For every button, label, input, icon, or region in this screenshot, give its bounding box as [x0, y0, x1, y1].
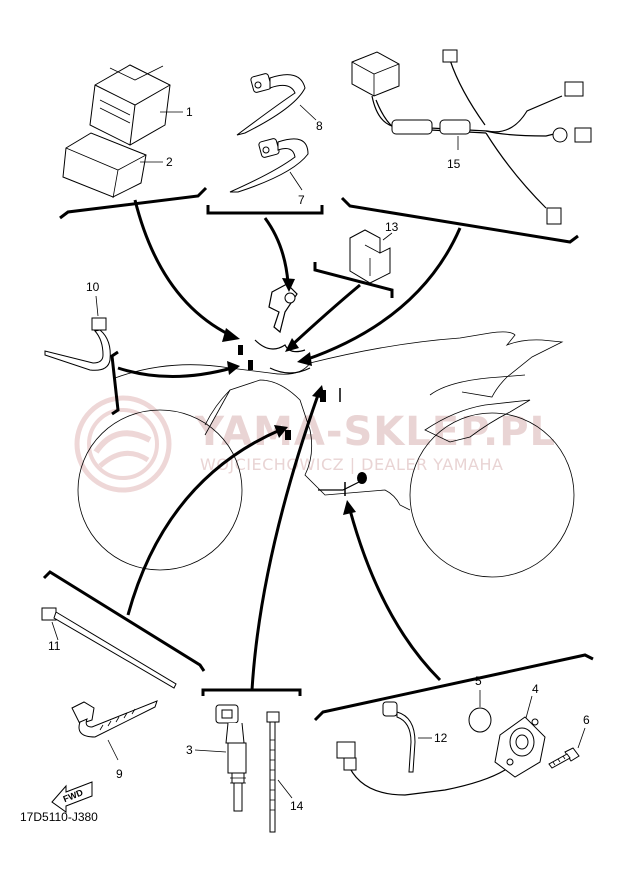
installed-components: [238, 283, 367, 496]
arrow-group-10: [117, 366, 233, 378]
installed-grommet: [284, 292, 296, 304]
diagram-code: 17D5110-J380: [20, 810, 98, 824]
arrow-group-13: [290, 283, 361, 347]
rear-fender-outline: [114, 331, 564, 398]
installed-sensor: [357, 472, 367, 484]
part-neutral-switch: [494, 695, 546, 778]
part-o-ring: [468, 690, 492, 733]
installed-wire-b: [269, 367, 311, 374]
arrow-group-3-14: [250, 394, 320, 691]
part-cdi-unit: [89, 64, 183, 146]
bracket-group-7-8: [206, 205, 324, 215]
leader-arrows: [117, 199, 462, 691]
front-wheel-outline: [409, 412, 575, 578]
front-fender-outline: [429, 374, 526, 396]
watermark-subtitle: WOJCIECHOWICZ | DEALER YAMAHA: [200, 455, 503, 474]
part-cable-tie-8: [236, 73, 317, 136]
part-rubber-cover: [62, 132, 163, 199]
bracket-group-15: [340, 196, 579, 244]
installed-bracket: [268, 283, 298, 334]
front-number-plate-outline: [424, 399, 531, 443]
part-cable-tie-11: [41, 607, 177, 689]
bracket-group-13: [313, 262, 394, 298]
frame-outline: [204, 379, 411, 511]
watermark-title: YAMA-SKLEP.PL: [194, 409, 556, 455]
callout-7: 7: [298, 193, 305, 207]
callout-9: 9: [116, 767, 123, 781]
installed-clip-a: [238, 345, 243, 355]
watermark: YAMA-SKLEP.PL WOJCIECHOWICZ | DEALER YAM…: [74, 395, 556, 493]
callout-1: 1: [186, 105, 193, 119]
installed-clip-b: [248, 360, 253, 370]
installed-sensor-wire: [318, 479, 364, 491]
part-holder: [349, 229, 393, 284]
callout-2: 2: [166, 155, 173, 169]
callout-5: 5: [475, 674, 482, 688]
installed-clamp: [285, 430, 291, 440]
part-cable-tie-14: [266, 711, 293, 833]
part-screw: [548, 727, 586, 769]
part-band-12: [336, 701, 526, 796]
arrow-group-9-11: [126, 428, 281, 616]
callout-11: 11: [48, 639, 61, 653]
part-wire-harness: [351, 49, 592, 225]
part-band: [44, 295, 111, 371]
part-cable-tie-7: [229, 138, 309, 193]
arrow-group-7-8: [263, 217, 290, 284]
frame-tube: [204, 389, 231, 436]
callout-3: 3: [186, 743, 193, 757]
callout-8: 8: [316, 119, 323, 133]
callout-14: 14: [290, 799, 304, 813]
arrow-group-15: [304, 227, 462, 362]
callout-10: 10: [86, 280, 100, 294]
callout-4: 4: [532, 682, 539, 696]
bracket-group-10: [110, 350, 120, 416]
callout-6: 6: [583, 713, 590, 727]
watermark-logo-icon: [74, 395, 172, 493]
installed-wire-a: [254, 339, 306, 353]
callout-13: 13: [385, 220, 399, 234]
bracket-group-1-2: [59, 186, 208, 220]
installed-ignition-coil: [320, 390, 326, 402]
rear-wheel-outline: [77, 409, 243, 571]
bracket-group-9-11: [42, 570, 206, 672]
part-ignition-coil: [194, 704, 247, 812]
callout-15: 15: [447, 157, 461, 171]
bracket-group-4-5-6-12: [313, 653, 594, 722]
fwd-arrow-icon: FWD: [51, 781, 93, 813]
arrow-group-4-5-6-12: [348, 509, 442, 682]
callout-12: 12: [434, 731, 448, 745]
part-cable-tie-9: [71, 700, 158, 761]
arrow-group-1-2: [133, 199, 231, 337]
bracket-group-3-14: [201, 688, 302, 696]
